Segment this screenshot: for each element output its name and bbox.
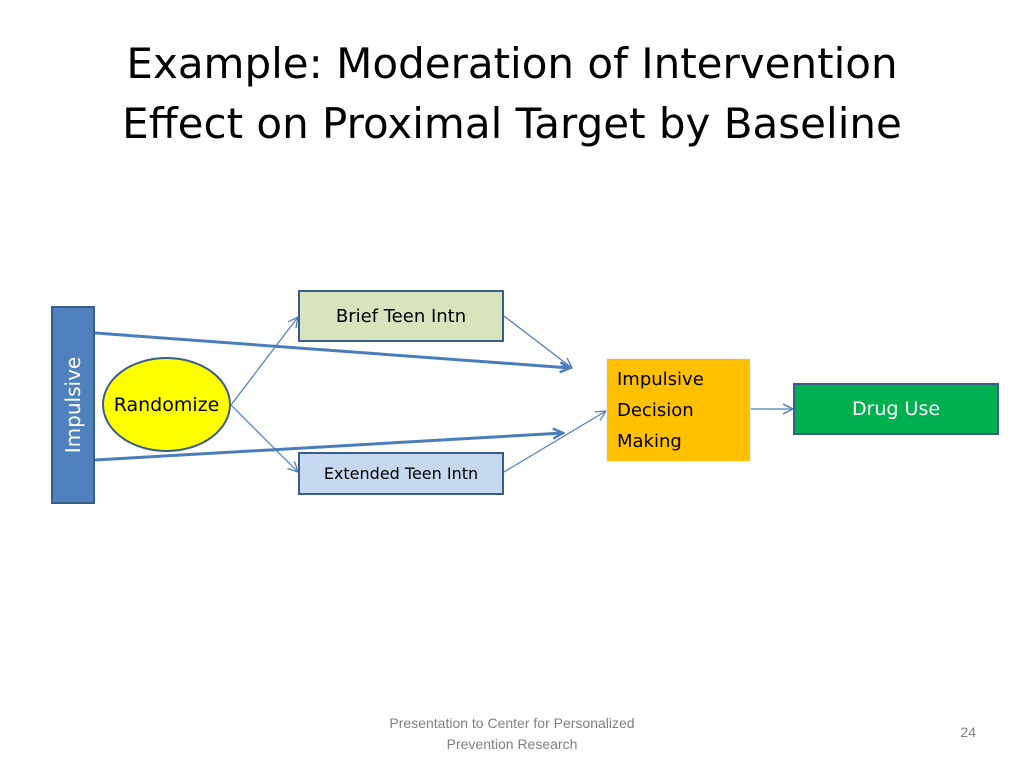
arrow-extended-to-decision bbox=[503, 411, 606, 473]
slide-title: Example: Moderation of Intervention Effe… bbox=[40, 34, 984, 154]
brief-teen-intn-box: Brief Teen Intn bbox=[298, 290, 504, 342]
impulsive-box: Impulsive bbox=[51, 306, 95, 504]
footer-line-2: Prevention Research bbox=[446, 736, 578, 752]
drug-use-box: Drug Use bbox=[793, 383, 999, 435]
randomize-ellipse: Randomize bbox=[102, 357, 231, 452]
arrow-randomize-to-brief bbox=[230, 317, 298, 406]
impulsive-decision-line-2: Decision bbox=[617, 399, 694, 421]
drug-use-label: Drug Use bbox=[851, 398, 941, 420]
arrow-impulsive-moderation-lower bbox=[94, 433, 563, 462]
impulsive-decision-line-1: Impulsive bbox=[617, 368, 704, 390]
arrow-randomize-to-extended bbox=[230, 404, 298, 472]
page-number: 24 bbox=[960, 724, 976, 740]
brief-teen-intn-label: Brief Teen Intn bbox=[335, 305, 467, 327]
arrow-impulsive-moderation-upper bbox=[94, 331, 570, 368]
impulsive-decision-line-3: Making bbox=[617, 430, 682, 452]
arrow-brief-to-decision bbox=[503, 315, 572, 368]
randomize-label: Randomize bbox=[113, 393, 220, 416]
slide-footer: Presentation to Center for Personalized … bbox=[352, 713, 672, 755]
footer-line-1: Presentation to Center for Personalized bbox=[389, 715, 635, 731]
extended-teen-intn-label: Extended Teen Intn bbox=[323, 464, 479, 483]
title-line-1: Example: Moderation of Intervention bbox=[126, 39, 898, 88]
title-line-2: Effect on Proximal Target by Baseline bbox=[122, 99, 902, 148]
extended-teen-intn-box: Extended Teen Intn bbox=[298, 452, 504, 495]
impulsive-decision-making-box: Impulsive Decision Making bbox=[606, 358, 751, 462]
impulsive-label: Impulsive bbox=[61, 356, 85, 454]
